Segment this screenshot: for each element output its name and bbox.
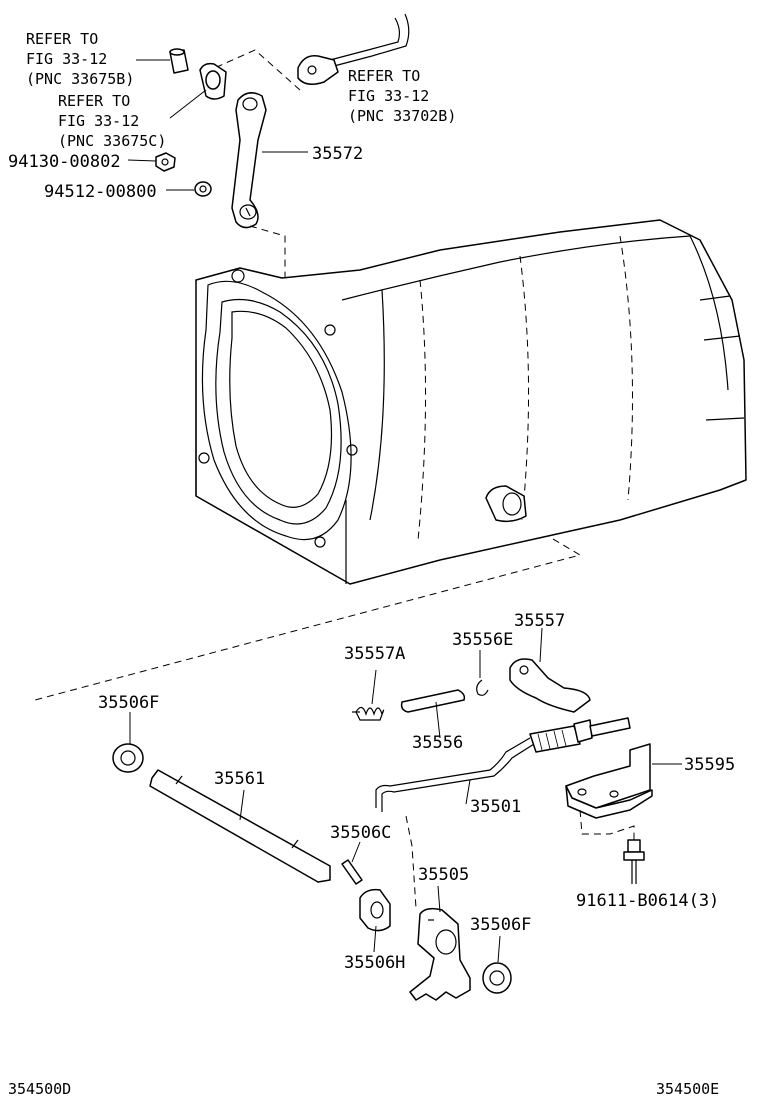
spring-35557a [352, 706, 385, 721]
pin-35556 [400, 689, 466, 713]
bushing-33675c [199, 62, 227, 100]
bushing-33675b [169, 48, 189, 74]
label-ref2-line3: (PNC 33675C) [58, 132, 166, 150]
footer-right-code: 354500E [656, 1080, 719, 1098]
label-35501: 35501 [470, 797, 521, 817]
label-ref1-line3: (PNC 33675B) [26, 70, 134, 88]
label-ref3-line1: REFER TO [348, 67, 420, 85]
label-ref3-line3: (PNC 33702B) [348, 107, 456, 125]
nut-94130 [155, 152, 176, 172]
label-35557: 35557 [514, 611, 565, 631]
detent-lever-35505 [409, 907, 471, 1001]
oil-seal-35506f-right [482, 962, 512, 994]
oil-seal-35506f-left [112, 743, 144, 773]
pin-35506c [341, 859, 363, 885]
leader-94130 [127, 159, 157, 162]
label-35556: 35556 [412, 733, 463, 753]
bolt-91611 [623, 839, 645, 884]
spacer-35506h [359, 888, 391, 932]
label-35505: 35505 [418, 865, 469, 885]
label-35506f-left: 35506F [98, 693, 159, 713]
e-ring-35556e [476, 679, 489, 696]
shift-cable-end-top [297, 13, 410, 85]
label-ref2-line2: FIG 33-12 [58, 112, 139, 130]
cable-rod-35501 [375, 717, 631, 812]
label-ref1-line1: REFER TO [26, 30, 98, 48]
label-35557a: 35557A [344, 644, 405, 664]
bracket-35595 [565, 743, 653, 819]
label-35506c: 35506C [330, 823, 391, 843]
label-ref1-line2: FIG 33-12 [26, 50, 107, 68]
lever-35557 [509, 658, 591, 713]
label-35506h: 35506H [344, 953, 405, 973]
dash-cable-to-lever [405, 815, 417, 909]
label-ref3-line2: FIG 33-12 [348, 87, 429, 105]
label-35556e: 35556E [452, 630, 513, 650]
label-35572: 35572 [312, 144, 363, 164]
label-35595: 35595 [684, 755, 735, 775]
label-91611: 91611-B0614(3) [576, 891, 719, 911]
label-94130: 94130-00802 [8, 152, 121, 172]
manual-valve-shaft-35561 [149, 769, 331, 883]
transmission-case [195, 219, 747, 585]
leader-33675c [169, 89, 207, 119]
label-35506f-right: 35506F [470, 915, 531, 935]
dash-line-cable-to-lever [209, 49, 301, 91]
label-94512: 94512-00800 [44, 182, 157, 202]
label-ref2-line1: REFER TO [58, 92, 130, 110]
control-shaft-lever-35572 [231, 92, 267, 229]
label-35561: 35561 [214, 769, 265, 789]
footer-left-code: 354500D [8, 1080, 71, 1098]
washer-94512 [194, 181, 212, 197]
